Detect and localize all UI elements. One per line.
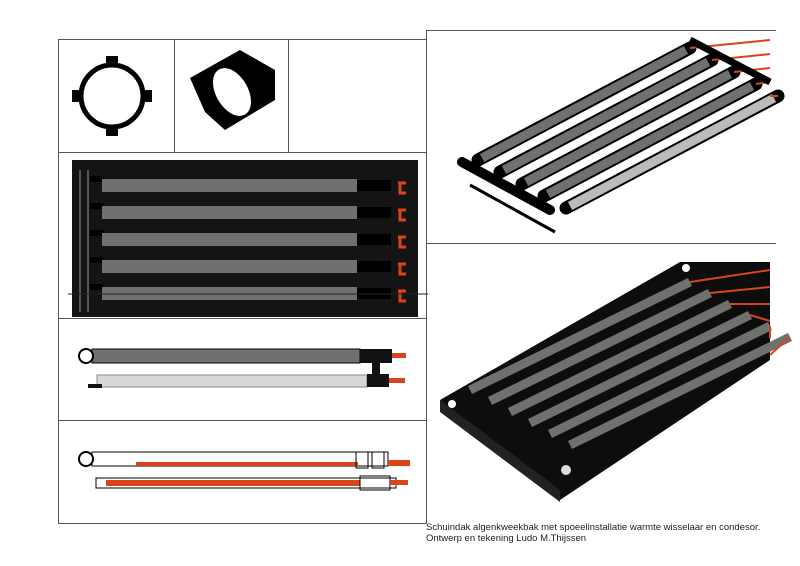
tray-tube [568, 332, 792, 450]
tray-tube [528, 310, 752, 428]
tube [102, 233, 357, 246]
iso-tray-panel [426, 243, 776, 515]
tray-pipe [709, 286, 771, 294]
tube [102, 179, 357, 192]
tray-tube [468, 277, 692, 395]
tube [102, 206, 357, 219]
manifold-stub [90, 176, 104, 182]
tray-tube [548, 321, 772, 439]
outlet-pipe [398, 235, 406, 249]
tube-end-cap [357, 180, 391, 191]
clamp-3d-drawing [190, 50, 275, 130]
tray-pipe [749, 314, 771, 322]
outlet-pipe [398, 181, 406, 195]
iso-tube [545, 82, 755, 198]
iso-tube [567, 94, 777, 210]
manifold-stub [90, 257, 104, 263]
tube-end-cap [357, 261, 391, 272]
iso-tube [501, 58, 711, 174]
manifold-stub [90, 203, 104, 209]
manifold-stub [90, 284, 104, 290]
tube [102, 260, 357, 273]
outlet-pipe [398, 262, 406, 276]
section-view-drawing [78, 451, 410, 491]
top-view-drawing [68, 160, 428, 317]
manifold-stub [90, 230, 104, 236]
caption-author: Ontwerp en tekening Ludo M.Thijssen [426, 533, 587, 544]
drawing-caption: Schuindak algenkweekbak met spoeelinstal… [426, 522, 760, 544]
base-rail [469, 183, 556, 234]
iso-tube [523, 70, 733, 186]
manifold-top [688, 36, 772, 86]
tray-pipe [689, 269, 771, 283]
tray-tube [508, 299, 732, 417]
tube-end-cap [357, 207, 391, 218]
manifold [457, 157, 555, 215]
clamp-ring-drawing [72, 56, 152, 136]
tube-end-cap [357, 234, 391, 245]
iso-tray-drawing [440, 262, 792, 502]
tray-tube [488, 288, 712, 406]
iso-tubes-drawing [457, 36, 785, 234]
iso-tube [479, 46, 689, 162]
outlet-pipe [398, 208, 406, 222]
tray-pipe [769, 336, 791, 356]
caption-title: Schuindak algenkweekbak met spoeelinstal… [426, 522, 761, 533]
side-view-drawing [78, 348, 406, 388]
